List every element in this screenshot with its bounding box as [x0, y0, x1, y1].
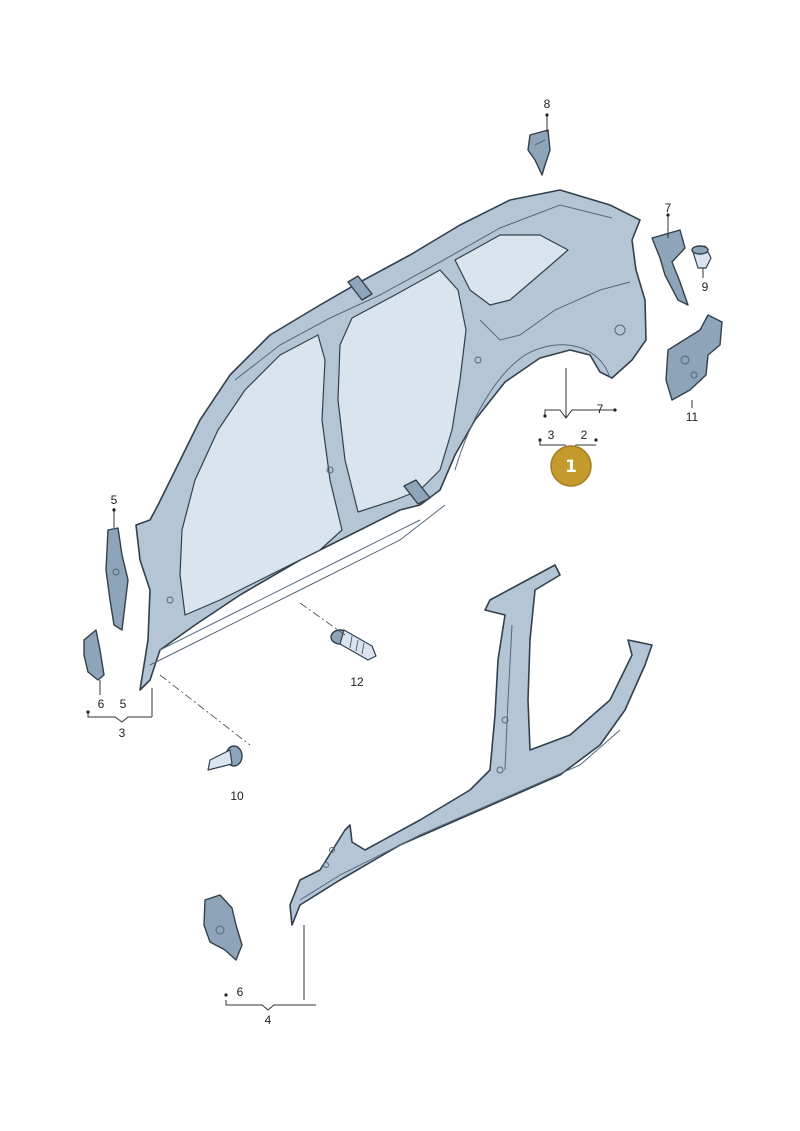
bracket-6-bottom — [203, 894, 243, 961]
callout-7-top: 7 — [665, 201, 672, 215]
rear-door-opening — [337, 269, 467, 513]
bracket-5-left — [105, 527, 129, 631]
sill-line — [149, 504, 446, 666]
wheel-arch — [454, 344, 611, 471]
bracket-8 — [527, 129, 551, 176]
callout-8: 8 — [544, 97, 551, 111]
bracket-6-left — [83, 629, 105, 681]
callout-4: 4 — [265, 1013, 272, 1027]
callout-5-top: 5 — [111, 493, 118, 507]
side-panel-assembly — [135, 189, 647, 691]
sill-seam — [403, 479, 431, 505]
b-pillar-seam — [347, 275, 373, 301]
callout-11: 11 — [686, 410, 699, 424]
callout-3-group: 3 — [548, 428, 555, 442]
callout-12: 12 — [350, 675, 364, 689]
quarter-window-opening — [454, 234, 569, 306]
bolt-12 — [330, 629, 377, 661]
callout-5-group: 5 — [120, 697, 127, 711]
badge-label: 1 — [565, 457, 577, 477]
callout-6-left: 6 — [98, 697, 105, 711]
rocker-panel — [289, 564, 653, 926]
callout-6-bottom: 6 — [237, 985, 244, 999]
rocker-panel-part — [289, 564, 653, 926]
clip-10 — [207, 745, 243, 771]
callout-3-bottom: 3 — [119, 726, 126, 740]
front-door-opening — [179, 334, 343, 616]
clip-9 — [691, 245, 712, 269]
bracket-11 — [665, 314, 723, 401]
bracket-7-upper — [651, 229, 689, 306]
callout-9: 9 — [702, 280, 709, 294]
callout-labels: 8 7 9 11 7 3 2 5 6 5 3 12 10 6 4 — [98, 97, 709, 1027]
part-number-badge[interactable]: 1 — [550, 445, 592, 487]
leader-lines — [86, 113, 704, 1011]
callout-7-group: 7 — [597, 402, 604, 416]
callout-10: 10 — [230, 789, 244, 803]
callout-2-group: 2 — [581, 428, 588, 442]
